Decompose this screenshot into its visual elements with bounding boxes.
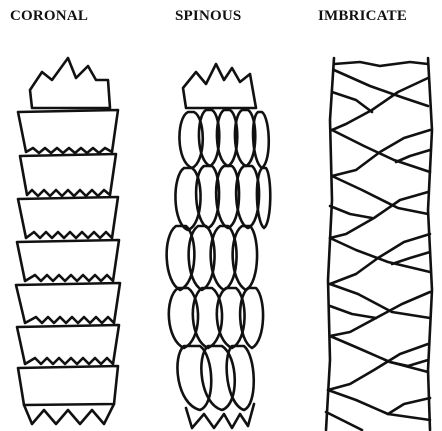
coronal-scale-7 [18,366,118,405]
imbricate-scale-edge [334,70,428,106]
imbricate-scale-edge [328,390,430,420]
imbricate-left-wall [326,58,334,430]
imbricate-scale-edge [330,238,430,272]
imbricate-scale-edge [330,206,372,218]
imbricate-scale-edge [390,360,428,366]
imbricate-scale-edge [330,284,430,318]
imbricate-right-wall [428,58,432,430]
imbricate-scale-edge [388,398,430,414]
imbricate-scale-edge [330,306,376,318]
spinous-crown [183,64,256,108]
spinous-scale [177,346,211,410]
coronal-scale-4 [17,240,119,281]
imbricate-scale-edge [334,62,428,66]
coronal-base [24,404,114,424]
coronal-scale-2 [20,154,116,196]
coronal-crown [30,58,110,108]
imbricate-scale-edge [332,78,428,130]
coronal-scale-5 [16,283,120,323]
imbricate-scale-edge [326,412,362,430]
coronal-scale-3 [18,197,118,238]
coronal-scale-6 [17,325,119,364]
coronal-hair-shaft [16,58,120,424]
imbricate-scale-edge [396,150,430,162]
imbricate-scale-edge [332,92,372,112]
coronal-scale-1 [18,110,118,153]
spinous-hair-shaft [167,64,271,428]
imbricate-hair-shaft [326,58,432,430]
imbricate-scale-edge [392,252,430,264]
imbricate-scale-edge [330,292,430,336]
